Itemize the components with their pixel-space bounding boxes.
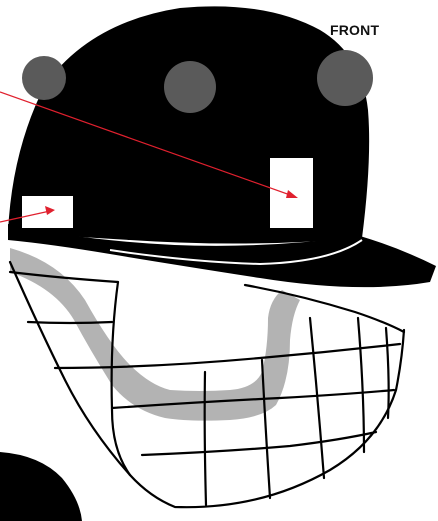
second-helmet-fragment xyxy=(0,452,82,521)
vent-hole xyxy=(317,50,373,106)
vent-hole xyxy=(22,56,66,100)
vent-hole xyxy=(164,61,216,113)
view-label: FRONT xyxy=(330,22,379,38)
